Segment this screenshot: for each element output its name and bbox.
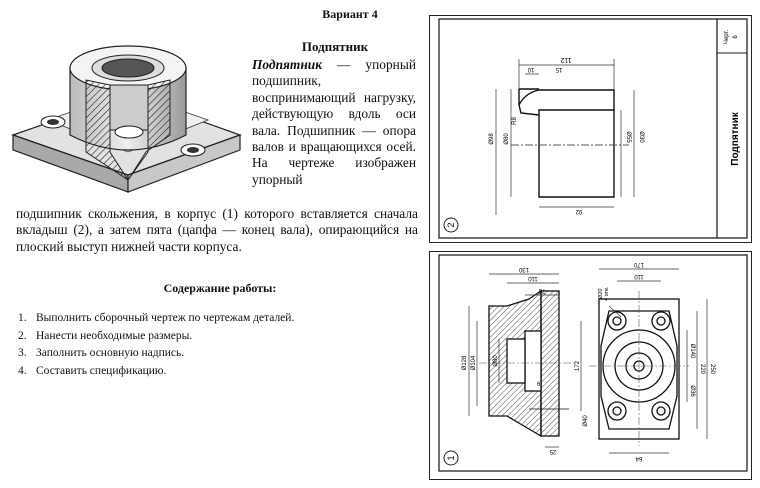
sheet-label: Черт. [724, 30, 730, 45]
variant-title: Вариант 4 [322, 7, 378, 21]
task-item: 1.Выполнить сборочный чертеж по чертежам… [18, 312, 295, 324]
dim-label: Ø36 [689, 385, 695, 397]
housing-section [488, 289, 569, 438]
dim-label: Ø20 [598, 289, 604, 299]
dim-label: 64 [635, 455, 642, 461]
definition-term: Подпятник [252, 57, 323, 72]
dim-label: Ø80 [504, 133, 510, 145]
dim-label: Ø80 [493, 355, 499, 367]
dim-label: Ø140 [689, 344, 695, 359]
dim-label: 78 [538, 287, 545, 293]
dim-label: Ø104 [471, 355, 477, 370]
dim-label: 172 [575, 360, 581, 371]
sheet-number: 6 [733, 35, 739, 39]
dim-label: 15 [555, 66, 562, 72]
definition-continuation: подшипник скольжения, в корпус (1) котор… [16, 206, 418, 254]
dim-label: 110 [634, 273, 644, 279]
dim-label: 10 [527, 66, 534, 72]
task-list: 1.Выполнить сборочный чертеж по чертежам… [18, 310, 358, 380]
dim-label: 110 [528, 275, 538, 281]
dim-label: 220 [699, 364, 705, 375]
dim-label: Ø55 [625, 131, 631, 143]
part-number: 2 [446, 222, 456, 227]
dim-label: Ø128 [462, 355, 468, 370]
dim-label: 130 [518, 266, 529, 272]
dim-label: Ø98 [489, 133, 495, 145]
dim-label: 112 [560, 56, 571, 63]
dim-label: R8 [512, 117, 518, 125]
definition-text: — упорный подшипник, воспринимающий нагр… [252, 57, 416, 187]
page-heading: Подпятник [301, 39, 369, 54]
dim-label: 170 [633, 261, 644, 267]
bushing-outline [518, 88, 615, 198]
dim-label: 25 [549, 448, 556, 454]
dim-label: 4 отв. [604, 286, 610, 301]
dim-label: Ø30 [638, 131, 644, 143]
dim-label: 250 [709, 364, 715, 375]
dim-label: 6 [537, 382, 541, 388]
definition-paragraph: Подпятник — упорный подшипник, восприним… [252, 57, 416, 188]
drawing-sheet-part-1: 1 130 110 78 Ø128 Ø104 Ø80 6 25 [429, 251, 752, 480]
dim-label: Ø40 [583, 415, 589, 427]
part-number: 1 [446, 455, 456, 460]
drawing-sheet-part-2: Подпятник Черт. 6 2 112 10 15 Ø98 Ø80 R8… [429, 15, 752, 243]
dim-label: 92 [575, 208, 582, 214]
work-title: Содержание работы: [163, 281, 277, 295]
task-item: 2.Нанести необходимые размеры. [18, 329, 193, 342]
task-item: 3.Заполнить основную надпись. [18, 347, 185, 360]
task-item: 4.Составить спецификацию. [18, 364, 167, 377]
isometric-illustration [11, 45, 242, 193]
title-block-name: Подпятник [730, 111, 741, 165]
